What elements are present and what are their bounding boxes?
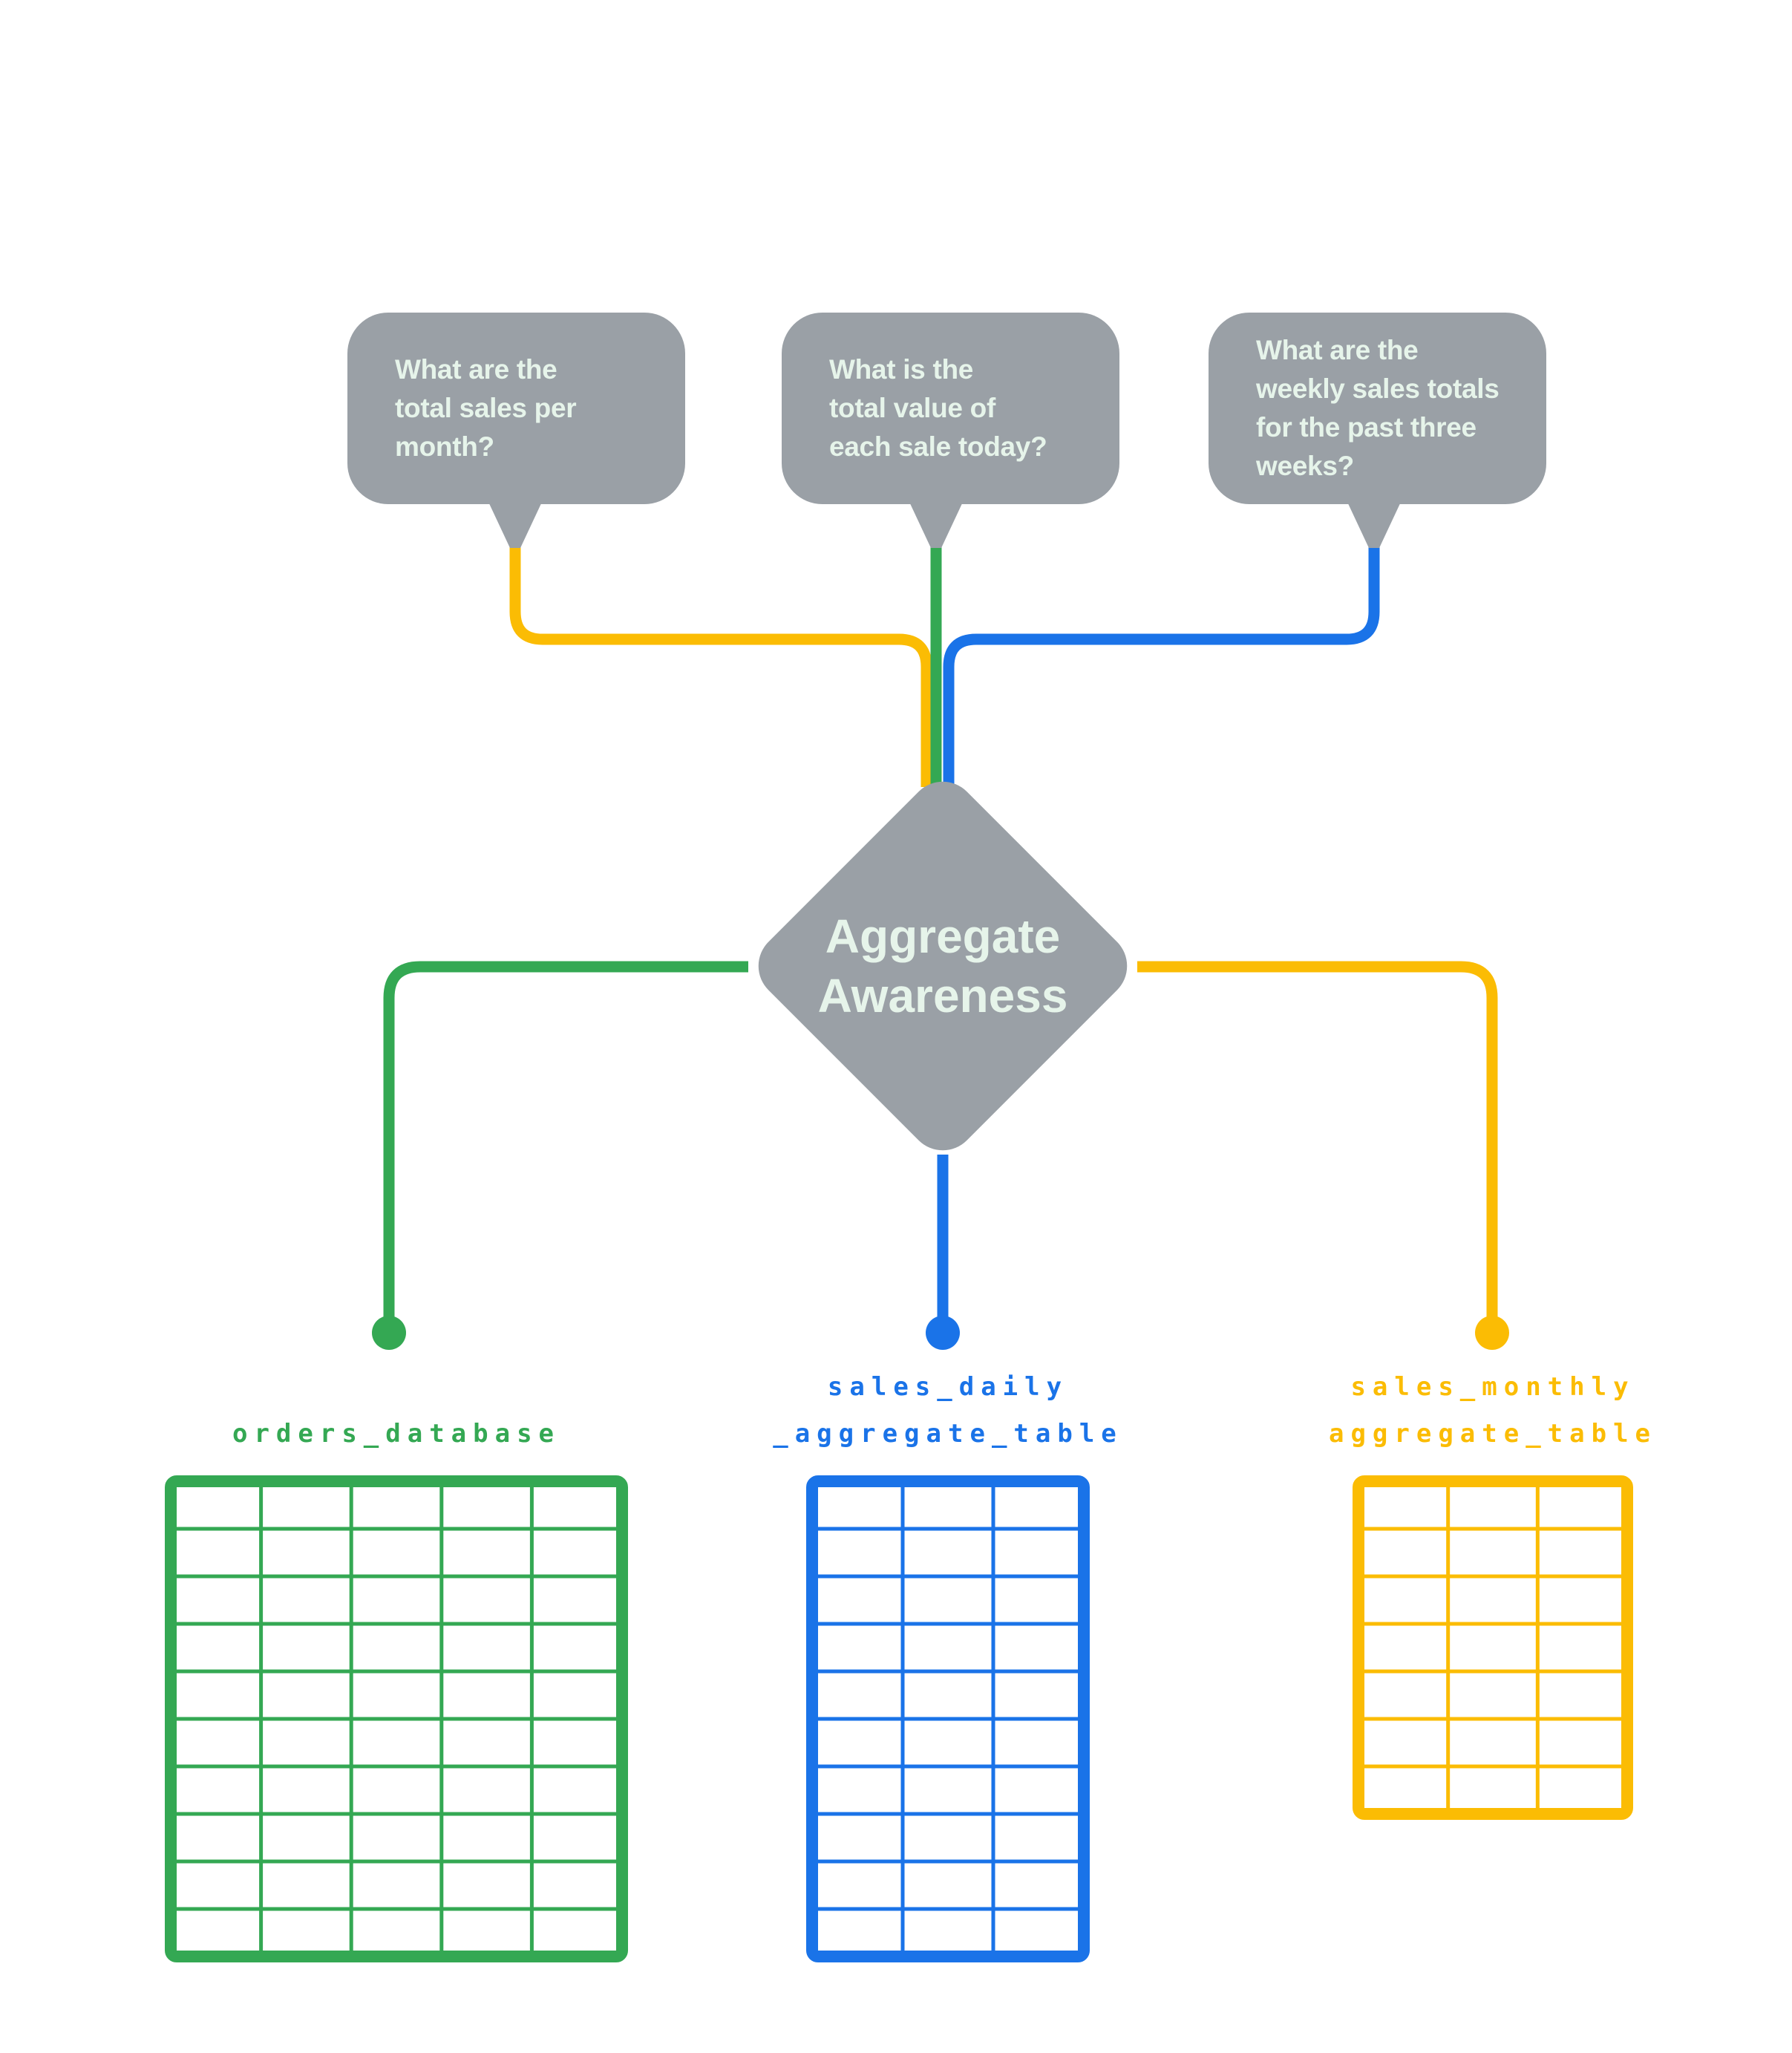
- bubble-tail-3: [1347, 500, 1402, 548]
- connector-q1-yellow: [509, 544, 932, 787]
- branch-yellow-right: [1137, 961, 1498, 1317]
- branch-green-left: [383, 961, 748, 1317]
- question-bubble-3: [1209, 313, 1546, 504]
- endpoint-dot-yellow: [1475, 1316, 1509, 1350]
- bubble-tail-2: [909, 500, 964, 548]
- endpoint-dot-blue: [926, 1316, 960, 1350]
- decision-diamond: [758, 781, 1128, 1151]
- question-bubble-2: [782, 313, 1119, 504]
- table-sales-daily-aggregate: [806, 1475, 1090, 1962]
- question-bubble-1: [347, 313, 685, 504]
- table-sales-monthly-aggregate: [1353, 1475, 1633, 1820]
- bubble-tail-1: [488, 500, 543, 548]
- endpoint-dot-green: [372, 1316, 406, 1350]
- table-orders-database: [165, 1475, 628, 1962]
- connector-q3-blue: [943, 544, 1380, 787]
